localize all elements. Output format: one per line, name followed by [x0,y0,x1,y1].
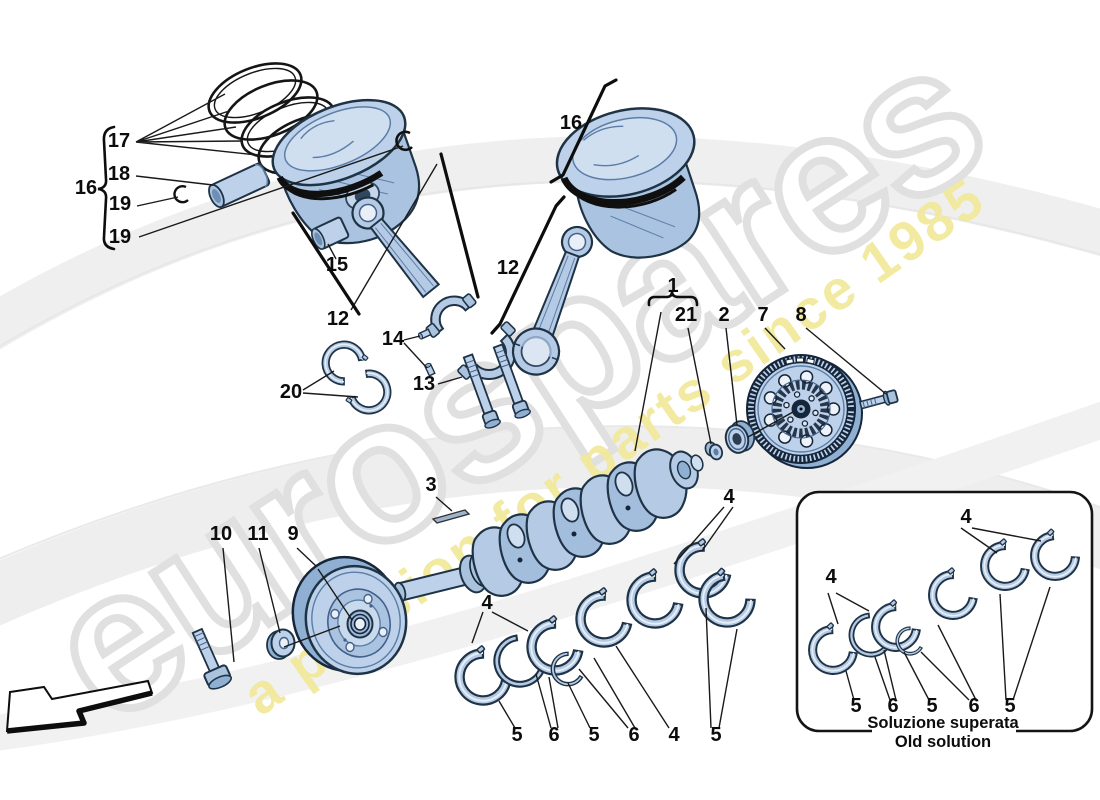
callout-5[interactable]: 5 [850,695,861,717]
pulley-washer [266,628,296,660]
leader-lines [135,93,887,729]
callout-16[interactable]: 16 [75,177,97,199]
callout-19[interactable]: 19 [109,226,131,248]
callout-15[interactable]: 15 [326,254,348,276]
pulley-bolt [191,627,233,690]
callout-6[interactable]: 6 [628,724,639,746]
callout-6[interactable]: 6 [968,695,979,717]
circlip-icon [173,185,189,204]
callout-12[interactable]: 12 [327,308,349,330]
callout-6[interactable]: 6 [887,695,898,717]
callout-4[interactable]: 4 [481,592,493,614]
callout-4[interactable]: 4 [668,724,680,746]
callout-5[interactable]: 5 [926,695,937,717]
callout-10[interactable]: 10 [210,523,232,545]
callout-19[interactable]: 19 [109,193,131,215]
callout-12[interactable]: 12 [497,257,519,279]
callout-13[interactable]: 13 [413,373,435,395]
connecting-rod-left [351,196,477,338]
rod-bushing [311,216,350,250]
old-solution-title-en: Old solution [895,733,991,751]
piston-left [271,98,421,245]
group-bracket-1 [647,291,699,307]
callout-2[interactable]: 2 [718,304,729,326]
rod-bolt [462,353,501,429]
old-solution-box: Soluzione superata Old solution [795,490,1094,751]
callout-5[interactable]: 5 [588,724,599,746]
rod-bolt [492,343,531,419]
assembly-bracket-rod-right [490,195,566,335]
crankshaft [393,441,704,604]
callout-4[interactable]: 4 [825,566,837,588]
flywheel-bolt [858,389,899,410]
callout-4[interactable]: 4 [723,486,735,508]
callout-5[interactable]: 5 [1004,695,1015,717]
callout-8[interactable]: 8 [795,304,806,326]
direction-arrow-icon [5,679,154,734]
callout-18[interactable]: 18 [108,163,130,185]
crank-key [431,509,471,524]
old-box-leader-lines [827,527,1051,701]
callout-14[interactable]: 14 [382,328,405,350]
callout-16[interactable]: 16 [560,112,582,134]
callout-7[interactable]: 7 [757,304,768,326]
old-solution-title-it: Soluzione superata [867,714,1019,732]
damper-pulley [291,555,408,676]
circlip-icon [395,130,413,152]
callout-6[interactable]: 6 [548,724,559,746]
callout-4[interactable]: 4 [960,506,972,528]
connecting-rod-right [511,225,594,376]
crank-bearing [724,420,756,454]
callout-20[interactable]: 20 [280,381,302,403]
callout-17[interactable]: 17 [108,130,130,152]
flywheel [746,354,863,469]
callout-3[interactable]: 3 [425,474,436,496]
assembly-bracket-piston-right [549,78,618,184]
callout-1[interactable]: 1 [667,275,678,297]
pilot-bushing [704,441,724,461]
callout-5[interactable]: 5 [710,724,721,746]
group-brace-16 [97,125,116,251]
piston-right [555,107,701,259]
assembly-bracket-rod-left-a [291,211,361,316]
callout-5[interactable]: 5 [511,724,522,746]
wrist-pin [208,162,271,209]
callout-11[interactable]: 11 [247,523,268,545]
assembly-bracket-rod-left-b [439,152,480,299]
callout-21[interactable]: 21 [675,304,697,326]
callout-9[interactable]: 9 [287,523,298,545]
